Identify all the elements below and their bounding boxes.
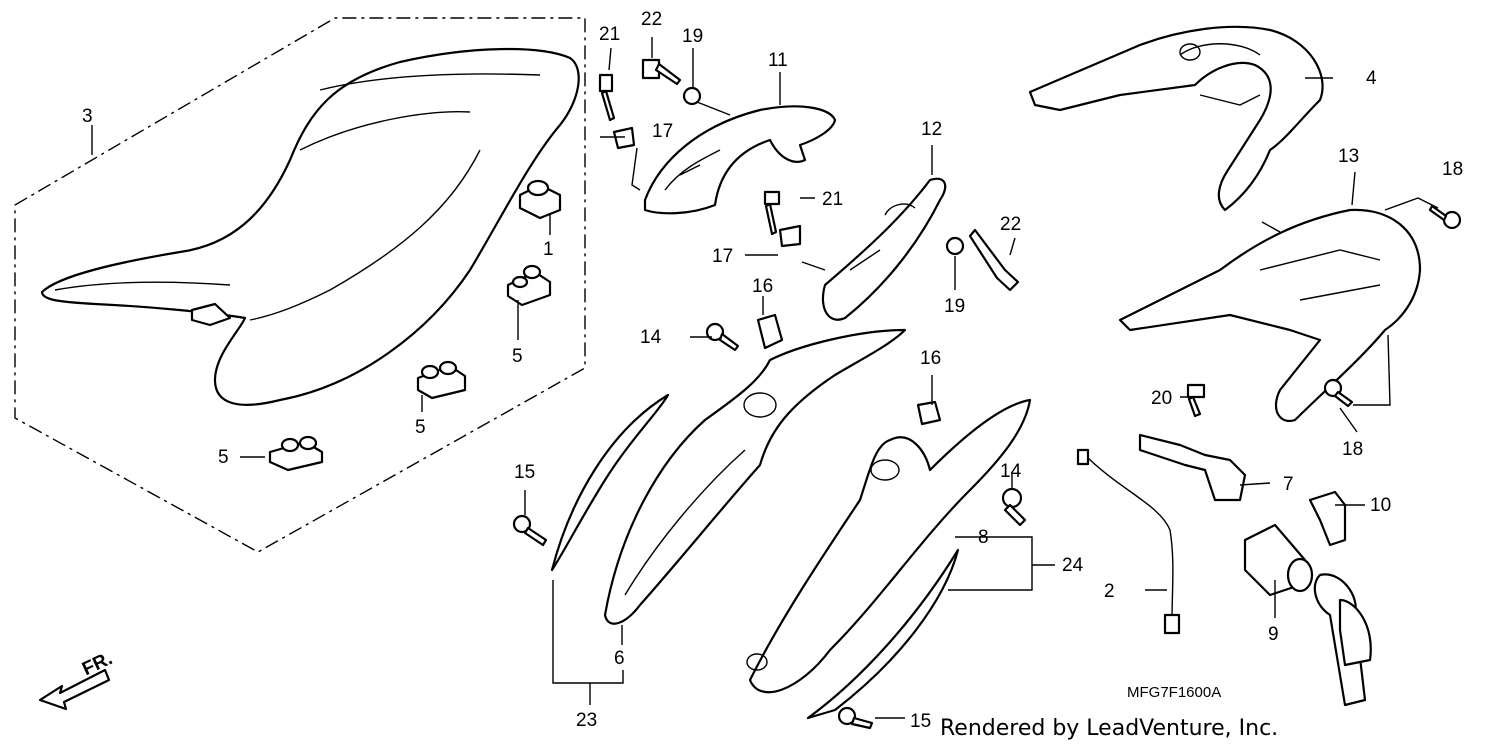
callout-17: 17 <box>652 121 673 142</box>
callout-12: 12 <box>921 119 942 140</box>
seat[interactable] <box>40 47 580 406</box>
bolt-22-middle[interactable] <box>968 228 1020 292</box>
callout-3: 3 <box>82 106 93 127</box>
screw-14-right[interactable] <box>1001 487 1027 527</box>
seat-assembly-boundary <box>14 17 586 553</box>
side-strip-left[interactable] <box>550 393 670 572</box>
callout-18: 18 <box>1442 159 1463 180</box>
nut-16-upper[interactable] <box>756 313 784 350</box>
rear-frame[interactable] <box>1028 25 1324 212</box>
render-credit: Rendered by LeadVenture, Inc. <box>940 716 1279 741</box>
callout-11: 11 <box>768 50 788 71</box>
bolt-21-middle[interactable] <box>763 190 781 236</box>
callout-14: 14 <box>640 327 662 348</box>
grab-rail-left[interactable] <box>643 105 837 215</box>
diagram-code: MFG7F1600A <box>1127 684 1222 701</box>
grab-rail-right[interactable] <box>821 177 947 321</box>
callout-22: 22 <box>641 9 662 30</box>
bolt-20[interactable] <box>1186 383 1206 418</box>
seat-cushion-5a[interactable] <box>506 264 552 307</box>
washer-19-middle[interactable] <box>945 236 965 256</box>
lock-cylinder[interactable] <box>1243 523 1314 597</box>
callout-6: 6 <box>614 648 625 669</box>
seat-cushion-5b[interactable] <box>416 360 467 400</box>
callout-21: 21 <box>599 24 620 45</box>
seat-catch-cable[interactable] <box>1076 448 1181 635</box>
callout-10: 10 <box>1370 495 1391 516</box>
bolt-22-upper[interactable] <box>641 58 682 86</box>
callout-15: 15 <box>514 462 535 483</box>
callout-21: 21 <box>822 189 843 210</box>
callout-18: 18 <box>1342 439 1363 460</box>
front-direction-arrow: FR. <box>38 648 116 711</box>
callout-5: 5 <box>512 346 523 367</box>
callout-4: 4 <box>1366 68 1377 89</box>
callout-1: 1 <box>543 239 554 260</box>
screw-18-upper[interactable] <box>1428 204 1462 230</box>
screw-14-left[interactable] <box>705 322 740 352</box>
ignition-key[interactable] <box>1313 573 1372 707</box>
side-cover-left[interactable] <box>603 328 907 625</box>
washer-19-upper[interactable] <box>682 86 702 106</box>
callout-13: 13 <box>1338 146 1359 167</box>
screw-18-lower[interactable] <box>1323 378 1354 408</box>
callout-14: 14 <box>1000 461 1022 482</box>
callout-9: 9 <box>1268 624 1279 645</box>
callout-2: 2 <box>1104 581 1115 602</box>
side-cover-right[interactable] <box>746 398 1032 694</box>
callout-5: 5 <box>415 417 426 438</box>
callout-7: 7 <box>1283 474 1294 495</box>
seat-cushion-1[interactable] <box>518 179 562 220</box>
callout-16: 16 <box>920 348 941 369</box>
lock-clip[interactable] <box>1308 490 1347 547</box>
callout-15: 15 <box>910 711 931 732</box>
callout-24: 24 <box>1062 555 1084 576</box>
callout-17: 17 <box>712 246 733 267</box>
callout-19: 19 <box>682 26 703 47</box>
callout-5: 5 <box>218 447 229 468</box>
callout-22: 22 <box>1000 214 1021 235</box>
callout-19: 19 <box>944 296 965 317</box>
callout-8: 8 <box>978 527 989 548</box>
callout-16: 16 <box>752 276 773 297</box>
callout-23: 23 <box>576 710 597 731</box>
callout-20: 20 <box>1151 388 1172 409</box>
leader-lines <box>91 37 1439 719</box>
grommet-17-upper[interactable] <box>612 126 636 150</box>
direction-label: FR. <box>79 648 116 680</box>
seat-cushion-5c[interactable] <box>268 435 324 472</box>
bolt-15-left[interactable] <box>512 514 548 547</box>
seat-lock[interactable] <box>1138 433 1247 502</box>
side-strip-right[interactable] <box>806 548 960 720</box>
bolt-21-upper[interactable] <box>598 73 616 122</box>
grommet-17-middle[interactable] <box>778 224 802 248</box>
rear-cowl[interactable] <box>1118 208 1422 423</box>
bolt-15-bottom[interactable] <box>837 706 874 730</box>
nut-16-lower[interactable] <box>916 400 942 426</box>
